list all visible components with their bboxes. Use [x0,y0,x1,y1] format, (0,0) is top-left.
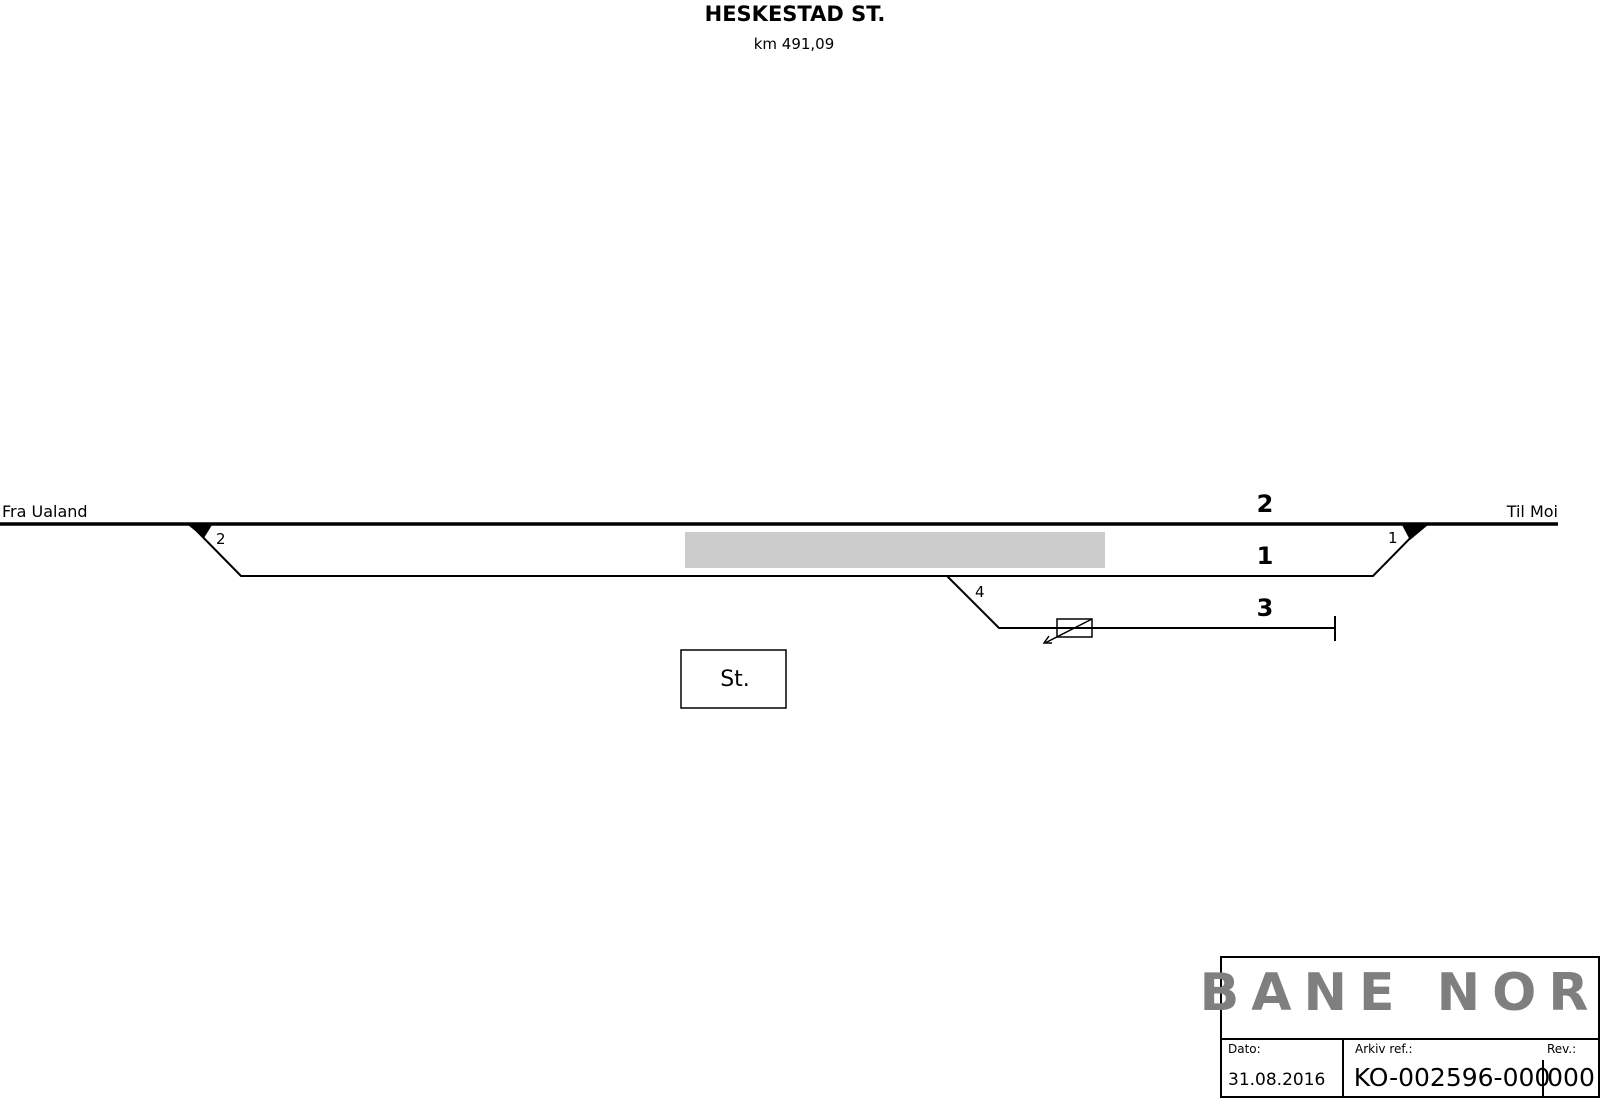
derailer-box [1056,618,1093,638]
switch-2-marker [188,525,212,538]
switch-1-number: 1 [1388,529,1398,547]
title-block: BANE NOR Dato: 31.08.2016 Arkiv ref.: KO… [1200,956,1600,1098]
rev-value: 000 [1547,1063,1595,1092]
km-position: km 491,09 [754,35,835,53]
derailer-arrow-icon [1044,618,1093,644]
rev-label: Rev.: [1547,1042,1576,1056]
station-building-label: St. [720,667,750,692]
track-3-number: 3 [1257,594,1274,622]
date-value: 31.08.2016 [1228,1070,1325,1090]
from-label: Fra Ualand [2,502,88,521]
switch-1-marker [1402,525,1428,540]
switch-2-number: 2 [216,530,226,548]
date-label: Dato: [1228,1042,1261,1056]
station-title: HESKESTAD ST. [705,2,886,26]
track-1-line [189,523,1425,577]
bane-nor-logo: BANE NOR [1200,963,1600,1023]
track-1-number: 1 [1257,542,1274,570]
track-2-number: 2 [1257,490,1274,518]
archive-ref: KO-002596-000 [1354,1063,1551,1092]
platform [685,532,1105,568]
archive-label: Arkiv ref.: [1355,1042,1413,1056]
arrowhead-icon [1042,635,1052,644]
to-label: Til Moi [1506,502,1558,521]
switch-4-number: 4 [975,583,985,601]
track-3-line [946,575,1335,629]
station-building [680,649,787,709]
